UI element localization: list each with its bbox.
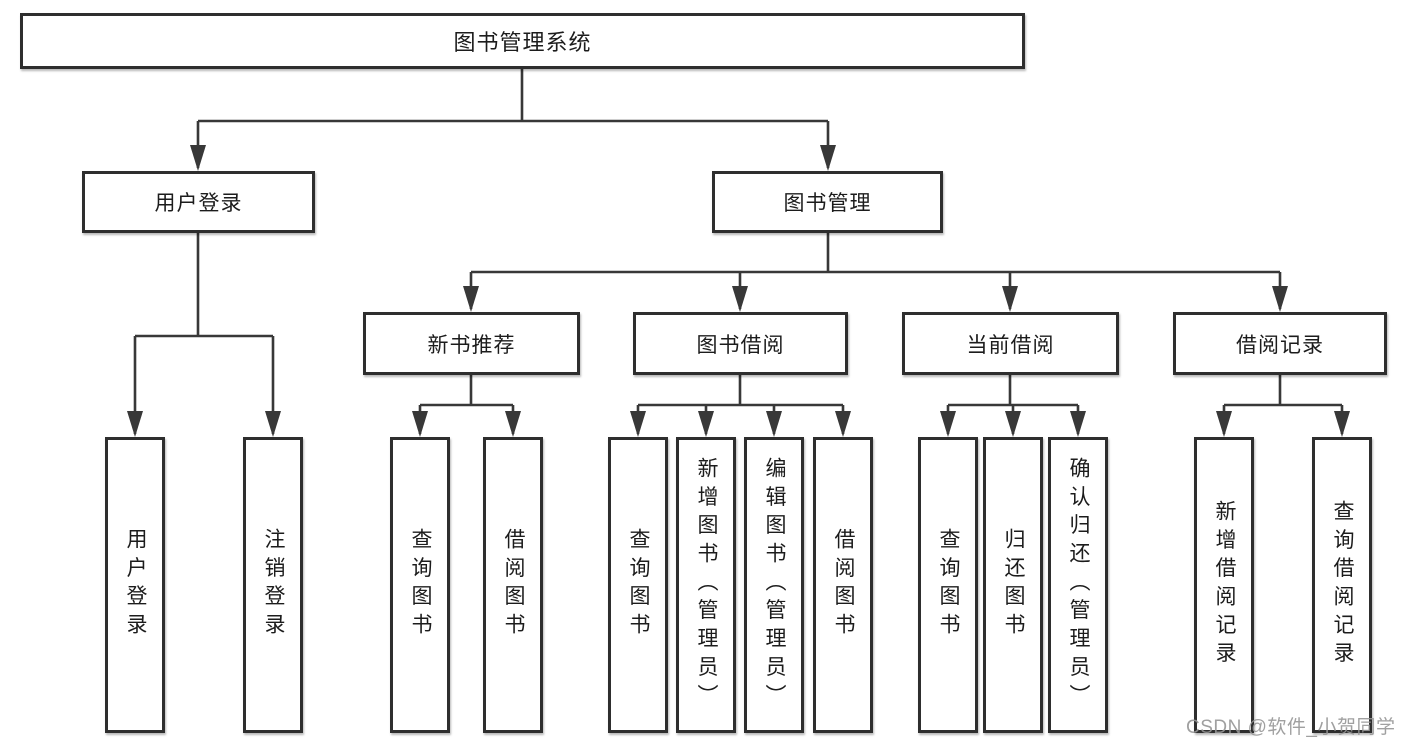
leaf-confirm-return-admin: 确认归还（管理员）: [1048, 437, 1108, 733]
leaf-query-borrow-record-label: 查询借阅记录: [1331, 499, 1354, 671]
node-borrow-records-label: 借阅记录: [1236, 333, 1324, 357]
arrowheads: [127, 145, 1350, 437]
leaf-edit-book-admin: 编辑图书（管理员）: [744, 437, 804, 733]
node-borrow-records: 借阅记录: [1173, 312, 1387, 375]
leaf-return-book-label: 归还图书: [1002, 528, 1025, 642]
leaf-confirm-return-admin-label: 确认归还（管理员）: [1067, 457, 1090, 713]
leaf-user-login: 用户登录: [105, 437, 165, 733]
node-book-borrow: 图书借阅: [633, 312, 848, 375]
node-user-login-label: 用户登录: [154, 192, 243, 215]
node-root: 图书管理系统: [20, 13, 1025, 69]
node-user-login: 用户登录: [82, 171, 315, 233]
node-book-borrow-label: 图书借阅: [696, 333, 785, 357]
node-new-book-recommend: 新书推荐: [363, 312, 580, 375]
leaf-user-login-label: 用户登录: [124, 528, 147, 642]
node-current-borrow: 当前借阅: [902, 312, 1119, 375]
leaf-query-books-borrow-label: 查询图书: [627, 528, 650, 642]
leaf-borrow-books-recommend: 借阅图书: [483, 437, 543, 733]
leaf-logout: 注销登录: [243, 437, 303, 733]
node-current-borrow-label: 当前借阅: [966, 333, 1055, 357]
leaf-query-books-recommend-label: 查询图书: [409, 528, 432, 642]
leaf-logout-label: 注销登录: [262, 528, 285, 642]
leaf-query-books-borrow: 查询图书: [608, 437, 668, 733]
leaf-add-book-admin-label: 新增图书（管理员）: [695, 457, 718, 713]
node-new-book-recommend-label: 新书推荐: [427, 333, 516, 357]
leaf-borrow-books-label: 借阅图书: [832, 528, 855, 642]
leaf-query-books-current-label: 查询图书: [937, 528, 960, 642]
leaf-borrow-books-recommend-label: 借阅图书: [502, 528, 525, 642]
leaf-add-borrow-record-label: 新增借阅记录: [1213, 499, 1236, 671]
leaf-return-book: 归还图书: [983, 437, 1043, 733]
node-book-management: 图书管理: [712, 171, 943, 233]
leaf-add-borrow-record: 新增借阅记录: [1194, 437, 1254, 733]
leaf-query-books-current: 查询图书: [918, 437, 978, 733]
leaf-edit-book-admin-label: 编辑图书（管理员）: [763, 457, 786, 713]
node-root-label: 图书管理系统: [453, 30, 592, 55]
leaf-add-book-admin: 新增图书（管理员）: [676, 437, 736, 733]
watermark: CSDN @软件_小贺同学: [1186, 717, 1396, 738]
leaf-query-borrow-record: 查询借阅记录: [1312, 437, 1372, 733]
leaf-query-books-recommend: 查询图书: [390, 437, 450, 733]
node-book-management-label: 图书管理: [783, 192, 872, 215]
leaf-borrow-books: 借阅图书: [813, 437, 873, 733]
